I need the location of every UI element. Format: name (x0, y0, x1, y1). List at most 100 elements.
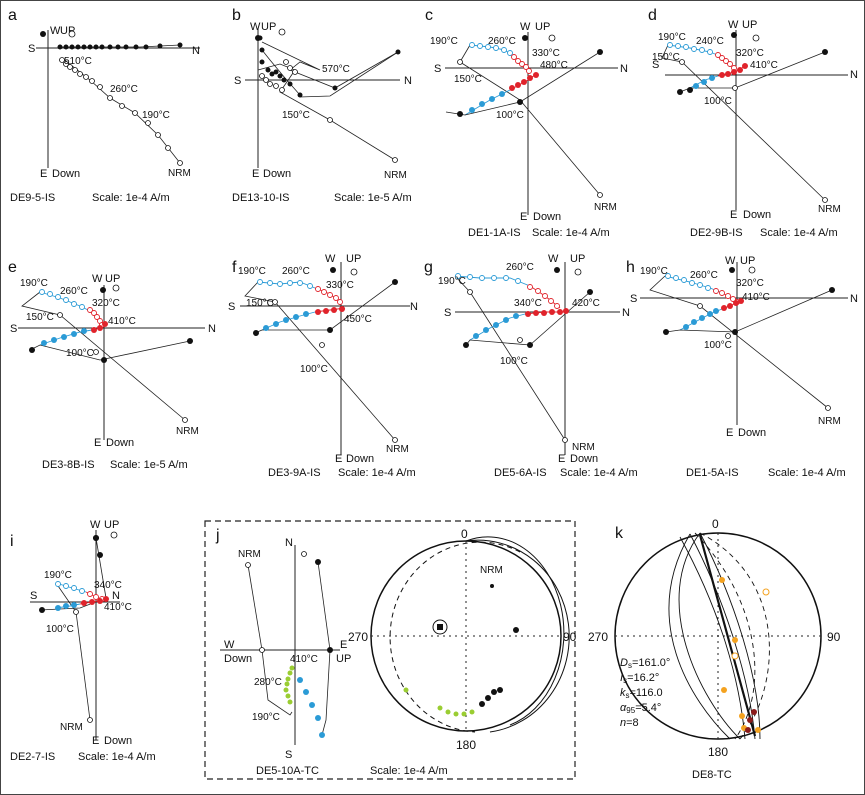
panel-letter: f (232, 259, 237, 276)
orange-points (719, 577, 761, 733)
legend-filled-marker (100, 287, 106, 293)
axis-label-n: N (208, 323, 216, 335)
nrm-label: NRM (168, 168, 191, 179)
temp-label: 190°C (252, 712, 280, 723)
red-filled-points (525, 308, 569, 317)
open-points (259, 59, 398, 163)
axis-label-n: N (404, 75, 412, 87)
nrm-label: NRM (594, 202, 617, 213)
scale-label: Scale: 1e-4 A/m (760, 227, 838, 239)
axis-label-down: Down (52, 168, 80, 180)
green-points (403, 687, 475, 717)
open-points (467, 289, 568, 443)
legend-filled-marker (522, 35, 528, 41)
panel-i: i W UP S N E Down (10, 519, 156, 763)
panel-letter: b (232, 7, 241, 24)
temp-label: 340°C (94, 580, 122, 591)
legend-open-marker (350, 268, 358, 276)
legend-filled-marker (40, 31, 46, 37)
legend-filled-marker (554, 267, 560, 273)
temp-label: 260°C (506, 262, 534, 273)
filled-points (677, 49, 828, 95)
temp-label: 410°C (750, 60, 778, 71)
legend-open-marker (574, 268, 582, 276)
blue-filled-points (469, 91, 505, 113)
specimen-name: DE1-5A-IS (686, 467, 739, 479)
axis-label-up: UP (742, 19, 757, 31)
legend-open-marker (548, 34, 556, 42)
filled-points (29, 338, 193, 363)
legend-open-marker (748, 266, 756, 274)
panel-letter: j (215, 527, 220, 544)
horizontal-projection-line (665, 289, 833, 333)
temp-label: 410°C (108, 316, 136, 327)
dark-red-points (745, 709, 757, 733)
filled-points (479, 584, 519, 707)
axis-label-s: S (630, 293, 637, 305)
legend-filled-marker (729, 267, 735, 273)
vertical-projection-line (247, 564, 293, 716)
axis-label-s: S (28, 43, 35, 55)
scale-label: Scale: 1e-4 A/m (560, 467, 638, 479)
temp-label: 100°C (704, 340, 732, 351)
panel-letter: k (615, 525, 624, 542)
blue-open-points (455, 273, 521, 284)
blue-open-points (665, 273, 711, 291)
horizontal-projection-line (29, 340, 191, 361)
red-filled-points (719, 63, 748, 78)
axis-label-down: Down (738, 427, 766, 439)
mean-direction-marker (437, 624, 443, 630)
panel-letter: a (8, 7, 17, 24)
axis-label-down: Down (346, 453, 374, 465)
red-open-points (527, 284, 560, 309)
blue-filled-points (41, 328, 87, 346)
panel-letter: i (10, 533, 14, 550)
temp-label: 100°C (66, 348, 94, 359)
stat-row: n=8 (620, 717, 639, 729)
temp-label: 150°C (26, 312, 54, 323)
temp-label: 330°C (326, 280, 354, 291)
legend-open-marker (110, 531, 118, 539)
axis-label-s: S (30, 590, 37, 602)
temp-label: 260°C (60, 286, 88, 297)
temp-label: 190°C (430, 36, 458, 47)
nrm-label: NRM (384, 170, 407, 181)
legend-open-marker (68, 30, 76, 38)
open-orange-points (731, 588, 770, 660)
temp-label: 190°C (238, 266, 266, 277)
axis-label-e: E (730, 209, 737, 221)
horizontal-projection-line (261, 41, 399, 89)
dashed-frame (204, 520, 576, 780)
temp-label: 320°C (736, 48, 764, 59)
axis-label-e: E (558, 453, 565, 465)
open-points (272, 299, 398, 443)
great-circle (465, 539, 570, 733)
filled-points (315, 559, 333, 653)
axis-label-n: N (850, 293, 858, 305)
nrm-label: NRM (60, 722, 83, 733)
open-points (245, 551, 307, 653)
temp-label: 150°C (652, 52, 680, 63)
temp-label: 100°C (704, 96, 732, 107)
temp-label: 510°C (64, 56, 92, 67)
temp-label: 320°C (736, 278, 764, 289)
axis-label-w: W (725, 255, 736, 267)
axis-label-w: W (92, 273, 103, 285)
axis-label-e: E (726, 427, 733, 439)
axis-label-up: UP (570, 253, 585, 265)
mean-great-circle (698, 534, 757, 737)
axis-label-up: UP (104, 519, 119, 531)
axis-label-n: N (410, 301, 418, 313)
open-points (679, 59, 828, 203)
temp-label: 100°C (300, 364, 328, 375)
axis-label-up: UP (261, 21, 276, 33)
horizontal-projection-line (95, 537, 107, 599)
specimen-name: DE8-TC (692, 769, 732, 781)
red-filled-points (91, 321, 108, 333)
axis-label-s: S (434, 63, 441, 75)
panel-d: d W UP S N E Down 19 (648, 7, 858, 239)
axis-label-up: UP (346, 253, 361, 265)
legend-open-marker (278, 28, 286, 36)
red-filled-points (721, 298, 744, 311)
direction-label-270: 270 (588, 630, 608, 644)
